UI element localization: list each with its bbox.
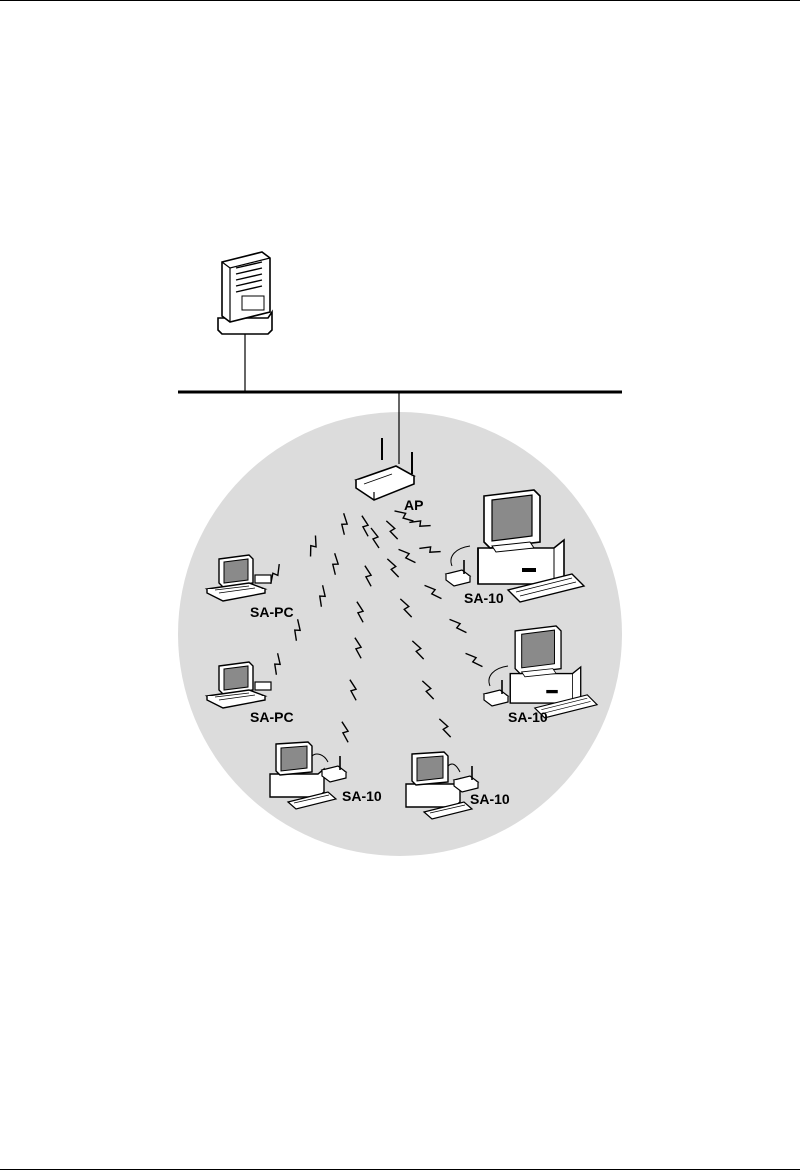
node-label-pc-right-mid: SA-10 [508,709,548,725]
node-label-laptop-1: SA-PC [250,604,294,620]
node-label-pc-bottom-left: SA-10 [342,788,382,804]
node-label-laptop-2: SA-PC [250,709,294,725]
node-label-pc-bottom-right: SA-10 [470,791,510,807]
bottom-rule [0,1169,800,1170]
ap-label: AP [404,497,423,513]
node-label-pc-right-top: SA-10 [464,590,504,606]
server-icon [218,252,272,334]
